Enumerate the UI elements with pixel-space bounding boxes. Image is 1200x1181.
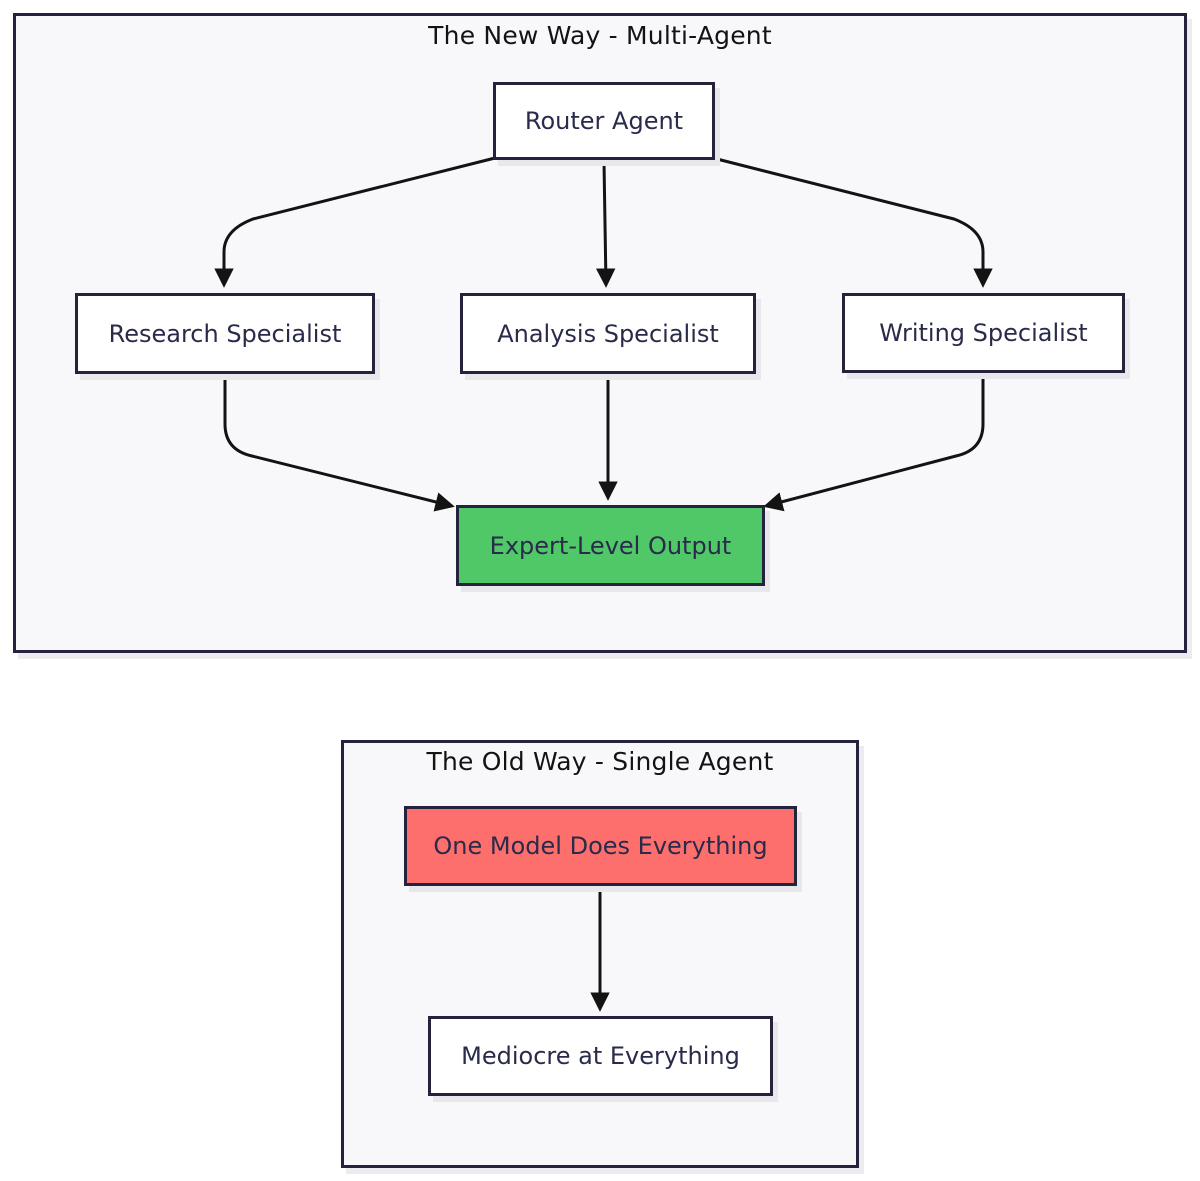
mediocre-result-node: Mediocre at Everything xyxy=(428,1016,773,1096)
old-way-panel-title: The Old Way - Single Agent xyxy=(426,747,774,776)
analysis-specialist-node: Analysis Specialist xyxy=(460,293,756,374)
research-specialist-node: Research Specialist xyxy=(75,293,375,374)
writing-specialist-node: Writing Specialist xyxy=(842,293,1125,373)
new-way-panel-title: The New Way - Multi-Agent xyxy=(428,21,772,50)
old-way-panel xyxy=(341,740,859,1168)
router-agent-node: Router Agent xyxy=(493,82,715,160)
one-model-node: One Model Does Everything xyxy=(404,806,797,886)
expert-level-output-node: Expert-Level Output xyxy=(456,505,765,586)
